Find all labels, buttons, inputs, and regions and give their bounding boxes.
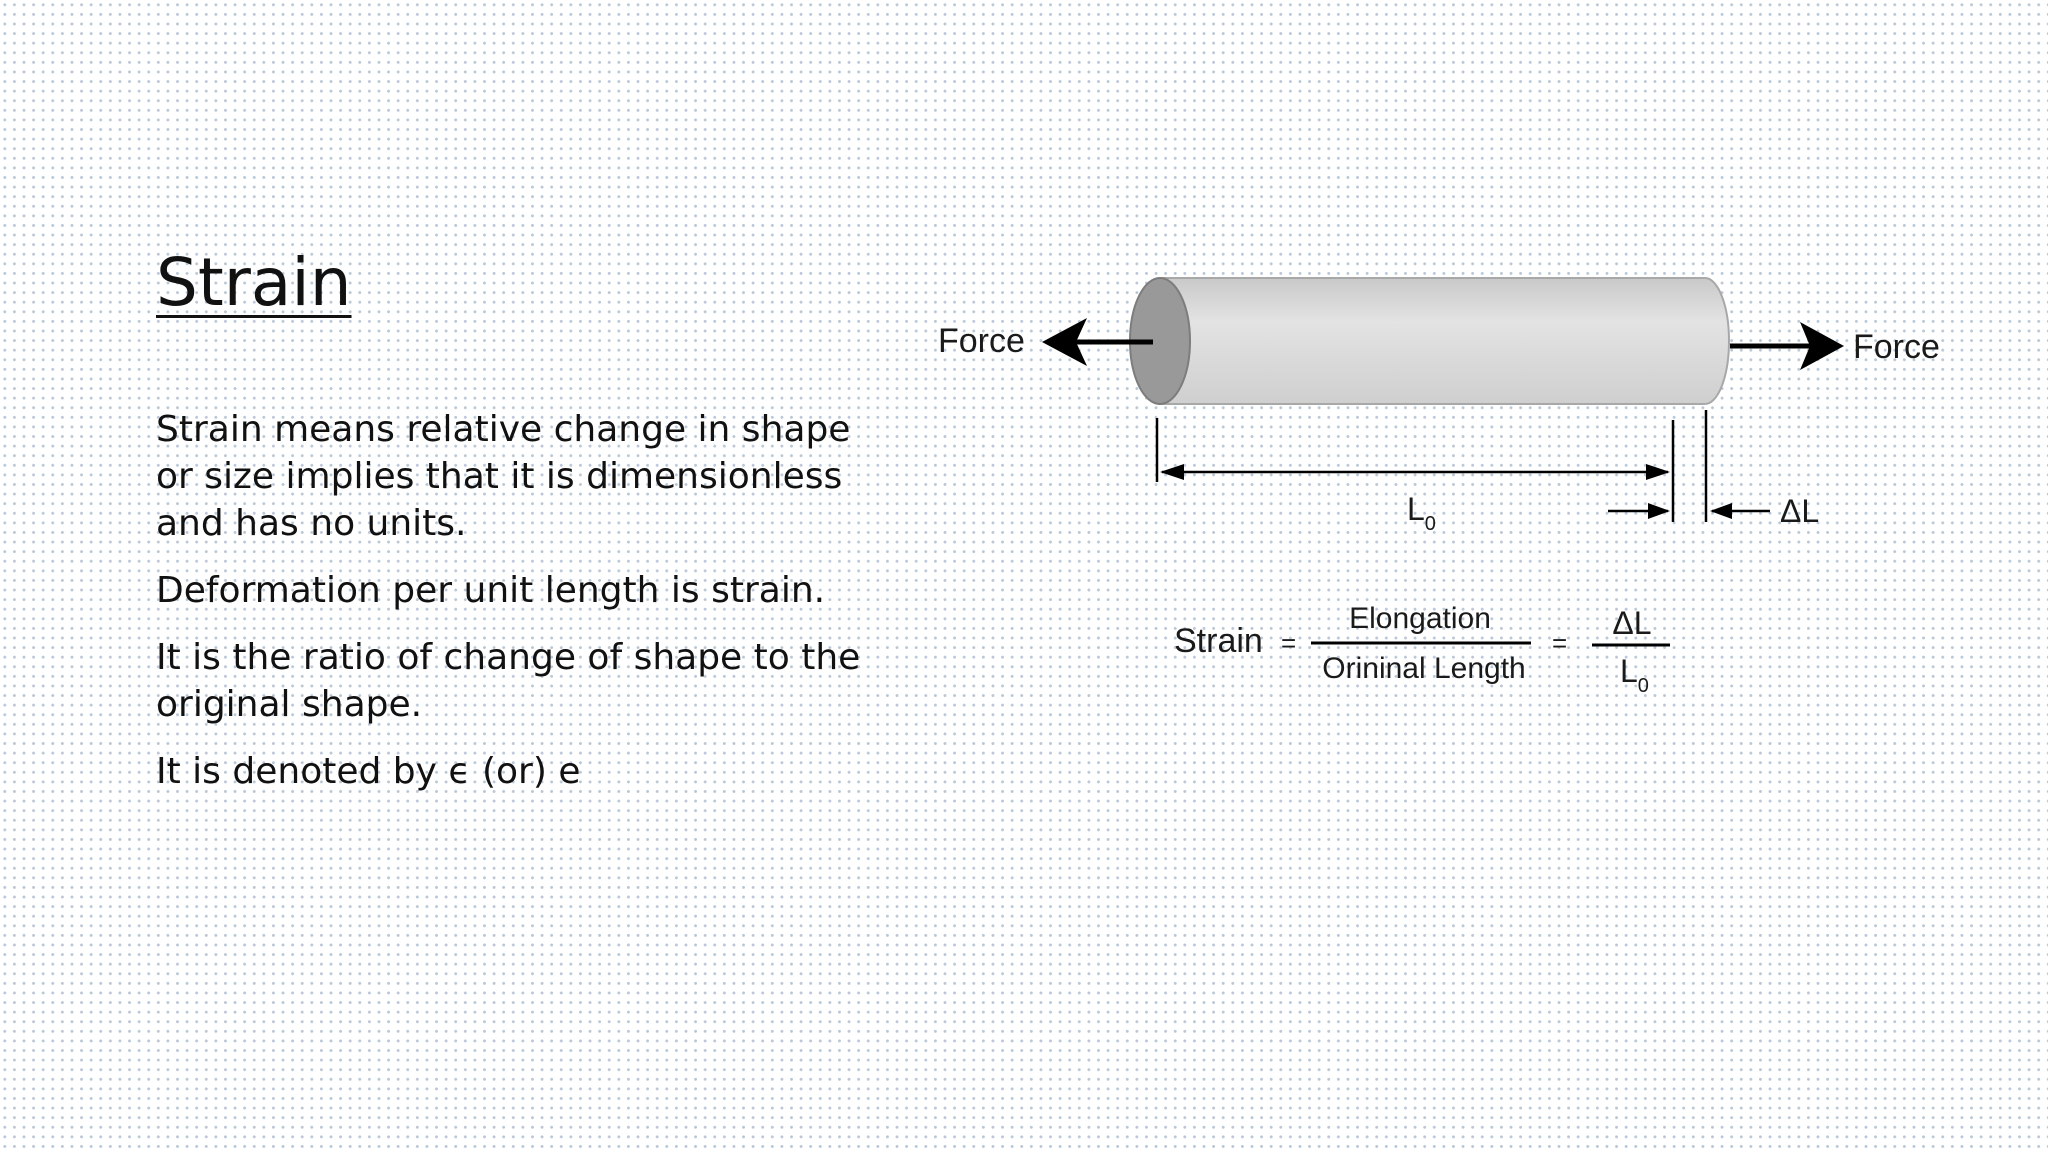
strain-formula: Strain = Elongation Orininal Length = ΔL…: [1174, 602, 1670, 697]
cylinder: [1129, 277, 1730, 405]
right-force-arrow: [1730, 322, 1844, 370]
formula-equals-1: =: [1281, 628, 1296, 658]
length-dimension: [1155, 410, 1770, 522]
paragraph-4: It is denoted by ϵ (or) e: [156, 751, 581, 792]
formula-lhs: Strain: [1174, 622, 1263, 660]
length-label: L0: [1407, 491, 1436, 535]
slide-body: Strain means relative change in shape or…: [156, 406, 876, 815]
formula-denominator: Orininal Length: [1322, 652, 1525, 685]
slide-title: Strain: [156, 244, 352, 321]
force-right-label: Force: [1853, 328, 1940, 366]
formula-numerator: Elongation: [1349, 602, 1491, 635]
paragraph-1: Strain means relative change in shape or…: [156, 409, 851, 544]
paragraph-3: It is the ratio of change of shape to th…: [156, 637, 861, 725]
force-left-label: Force: [938, 322, 1025, 360]
formula-equals-2: =: [1552, 628, 1567, 658]
delta-length-label: ΔL: [1780, 493, 1819, 529]
formula-rhs-denominator: L0: [1620, 653, 1649, 697]
paragraph-2: Deformation per unit length is strain.: [156, 570, 826, 611]
left-force-arrow: [1042, 318, 1153, 366]
formula-rhs-numerator: ΔL: [1612, 605, 1651, 641]
